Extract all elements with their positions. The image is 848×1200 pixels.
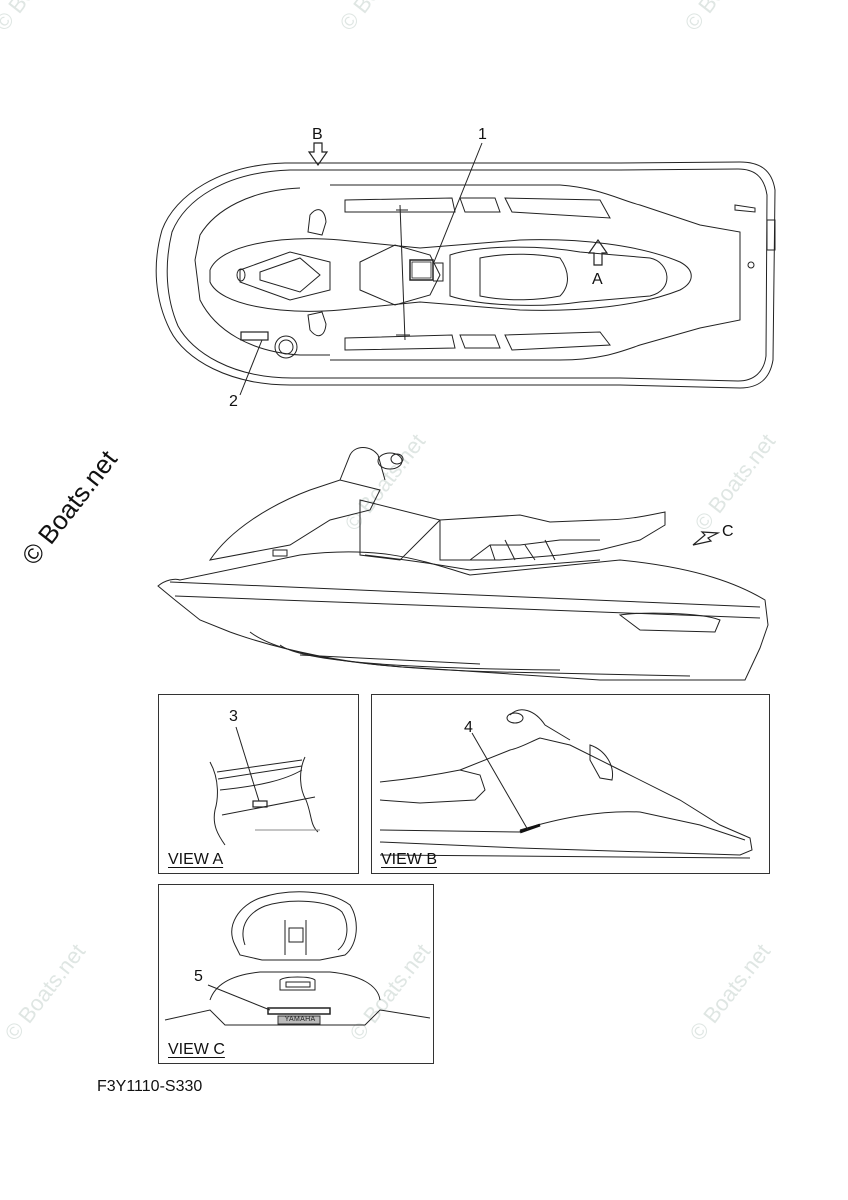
view-a-drawing: [209, 726, 320, 846]
diagram-code: F3Y1110-S330: [97, 1078, 203, 1095]
view-c-drawing: [164, 891, 431, 1026]
view-arrow-c-label: C: [722, 523, 734, 540]
top-view-hull: [155, 142, 776, 396]
view-b-title: VIEW B: [381, 851, 438, 868]
callout-2[interactable]: 2: [229, 393, 238, 410]
view-c-panel: [158, 884, 434, 1064]
callout-5[interactable]: 5: [194, 968, 203, 985]
view-arrow-a-label: A: [592, 271, 603, 288]
side-view-hull: [157, 447, 769, 681]
view-a-panel: [158, 694, 359, 874]
view-a-title: VIEW A: [168, 851, 224, 868]
view-arrow-b-label: B: [312, 126, 323, 143]
callout-4[interactable]: 4: [464, 719, 473, 736]
callout-3[interactable]: 3: [229, 708, 238, 725]
view-c-title: VIEW C: [168, 1041, 225, 1058]
view-b-drawing: [379, 709, 753, 859]
yamaha-badge: YAMAHA: [284, 1016, 316, 1023]
callout-1[interactable]: 1: [478, 126, 487, 143]
view-b-panel: [371, 694, 770, 874]
